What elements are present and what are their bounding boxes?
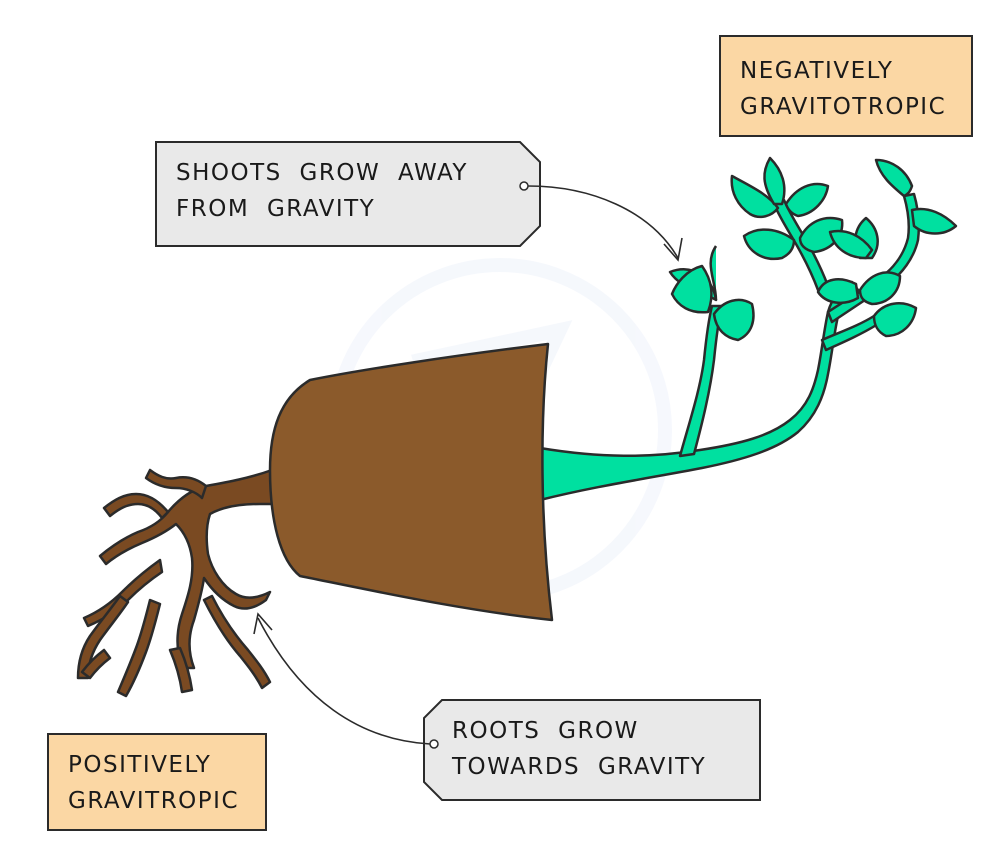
root-branch-left-lower — [82, 558, 164, 628]
root-branch-lower-right — [202, 594, 272, 690]
shoot-left-branch — [678, 304, 724, 458]
root-branch-low-mid — [168, 646, 194, 694]
root-branch-top — [144, 468, 208, 500]
note-text-line2: TOWARDS GRAVITY — [451, 754, 706, 780]
note-hole — [519, 181, 529, 191]
tag-box — [47, 733, 267, 831]
root-branch-small — [80, 648, 112, 680]
roots-note: ROOTS GROW TOWARDS GRAVITY — [423, 699, 761, 801]
leaf — [730, 174, 780, 219]
negatively-gravitotropic-tag: NEGATIVELY GRAVITOTROPIC — [719, 35, 973, 137]
tag-text-line2: GRAVITROPIC — [68, 788, 239, 814]
root-branch-left-upper — [102, 492, 170, 520]
tag-text-line1: POSITIVELY — [68, 752, 211, 778]
shoot — [538, 192, 921, 502]
leaf — [763, 156, 786, 206]
note-hole — [429, 739, 439, 749]
shoots-note: SHOOTS GROW AWAY FROM GRAVITY — [155, 141, 541, 247]
leaf — [742, 228, 796, 261]
note-box — [155, 141, 541, 247]
root-branch-mid — [116, 598, 162, 698]
leaf — [816, 278, 860, 305]
leaf — [828, 229, 874, 260]
leaf — [872, 302, 918, 338]
roots — [76, 468, 274, 698]
tag-text-line2: GRAVITOTROPIC — [740, 94, 946, 120]
leaf — [784, 182, 830, 218]
note-box — [423, 699, 761, 801]
shoot-arrow — [527, 185, 683, 262]
root-arrow — [253, 612, 431, 745]
leaves — [668, 156, 958, 342]
leaf — [709, 245, 718, 301]
leaf — [670, 264, 713, 314]
positively-gravitropic-tag: POSITIVELY GRAVITROPIC — [47, 733, 267, 831]
tag-text-line1: NEGATIVELY — [740, 58, 893, 84]
leaf — [910, 207, 958, 235]
note-text-line1: ROOTS GROW — [452, 718, 639, 744]
leaf — [874, 158, 914, 198]
tag-box — [719, 35, 973, 137]
note-text-line1: SHOOTS GROW AWAY — [176, 160, 468, 186]
leaf — [712, 298, 755, 342]
note-text-line2: FROM GRAVITY — [176, 196, 375, 222]
leaf — [858, 271, 902, 306]
soil-block — [268, 342, 554, 622]
